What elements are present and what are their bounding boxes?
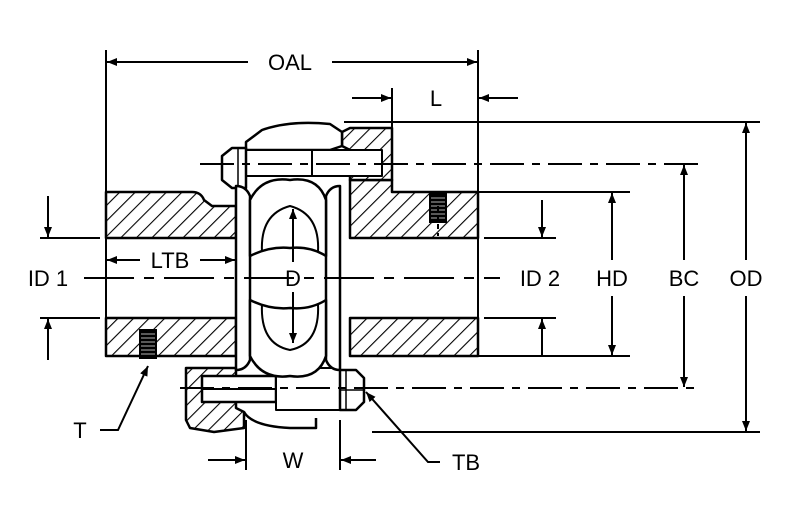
label-od: OD xyxy=(730,266,763,291)
center-lines xyxy=(84,163,700,389)
left-hub-upper-section xyxy=(104,190,238,240)
label-w: W xyxy=(283,448,304,473)
lower-element xyxy=(248,298,328,378)
right-hub xyxy=(348,178,480,358)
dimension-lines xyxy=(44,58,750,464)
left-hub-lower-section xyxy=(104,316,238,358)
label-d: D xyxy=(285,266,301,291)
label-tb: TB xyxy=(452,450,480,475)
label-bc: BC xyxy=(669,266,700,291)
label-id1: ID 1 xyxy=(28,266,68,291)
dimension-labels: OAL L LTB ID 1 ID 2 D HD BC OD W T TB xyxy=(28,50,763,475)
extension-lines xyxy=(40,50,760,470)
label-t: T xyxy=(73,418,86,443)
right-hub-lower-section xyxy=(348,316,480,358)
set-screw-left xyxy=(139,329,157,359)
upper-element xyxy=(248,178,328,258)
label-ltb: LTB xyxy=(151,248,190,273)
label-hd: HD xyxy=(596,266,628,291)
right-hub-upper-section xyxy=(348,178,480,240)
center-disc xyxy=(234,178,342,378)
label-id2: ID 2 xyxy=(520,266,560,291)
label-oal: OAL xyxy=(268,50,312,75)
label-l: L xyxy=(430,86,442,111)
upper-flange-bolt xyxy=(220,121,394,190)
left-hub xyxy=(104,190,238,358)
lower-flange-bolt xyxy=(184,366,366,434)
